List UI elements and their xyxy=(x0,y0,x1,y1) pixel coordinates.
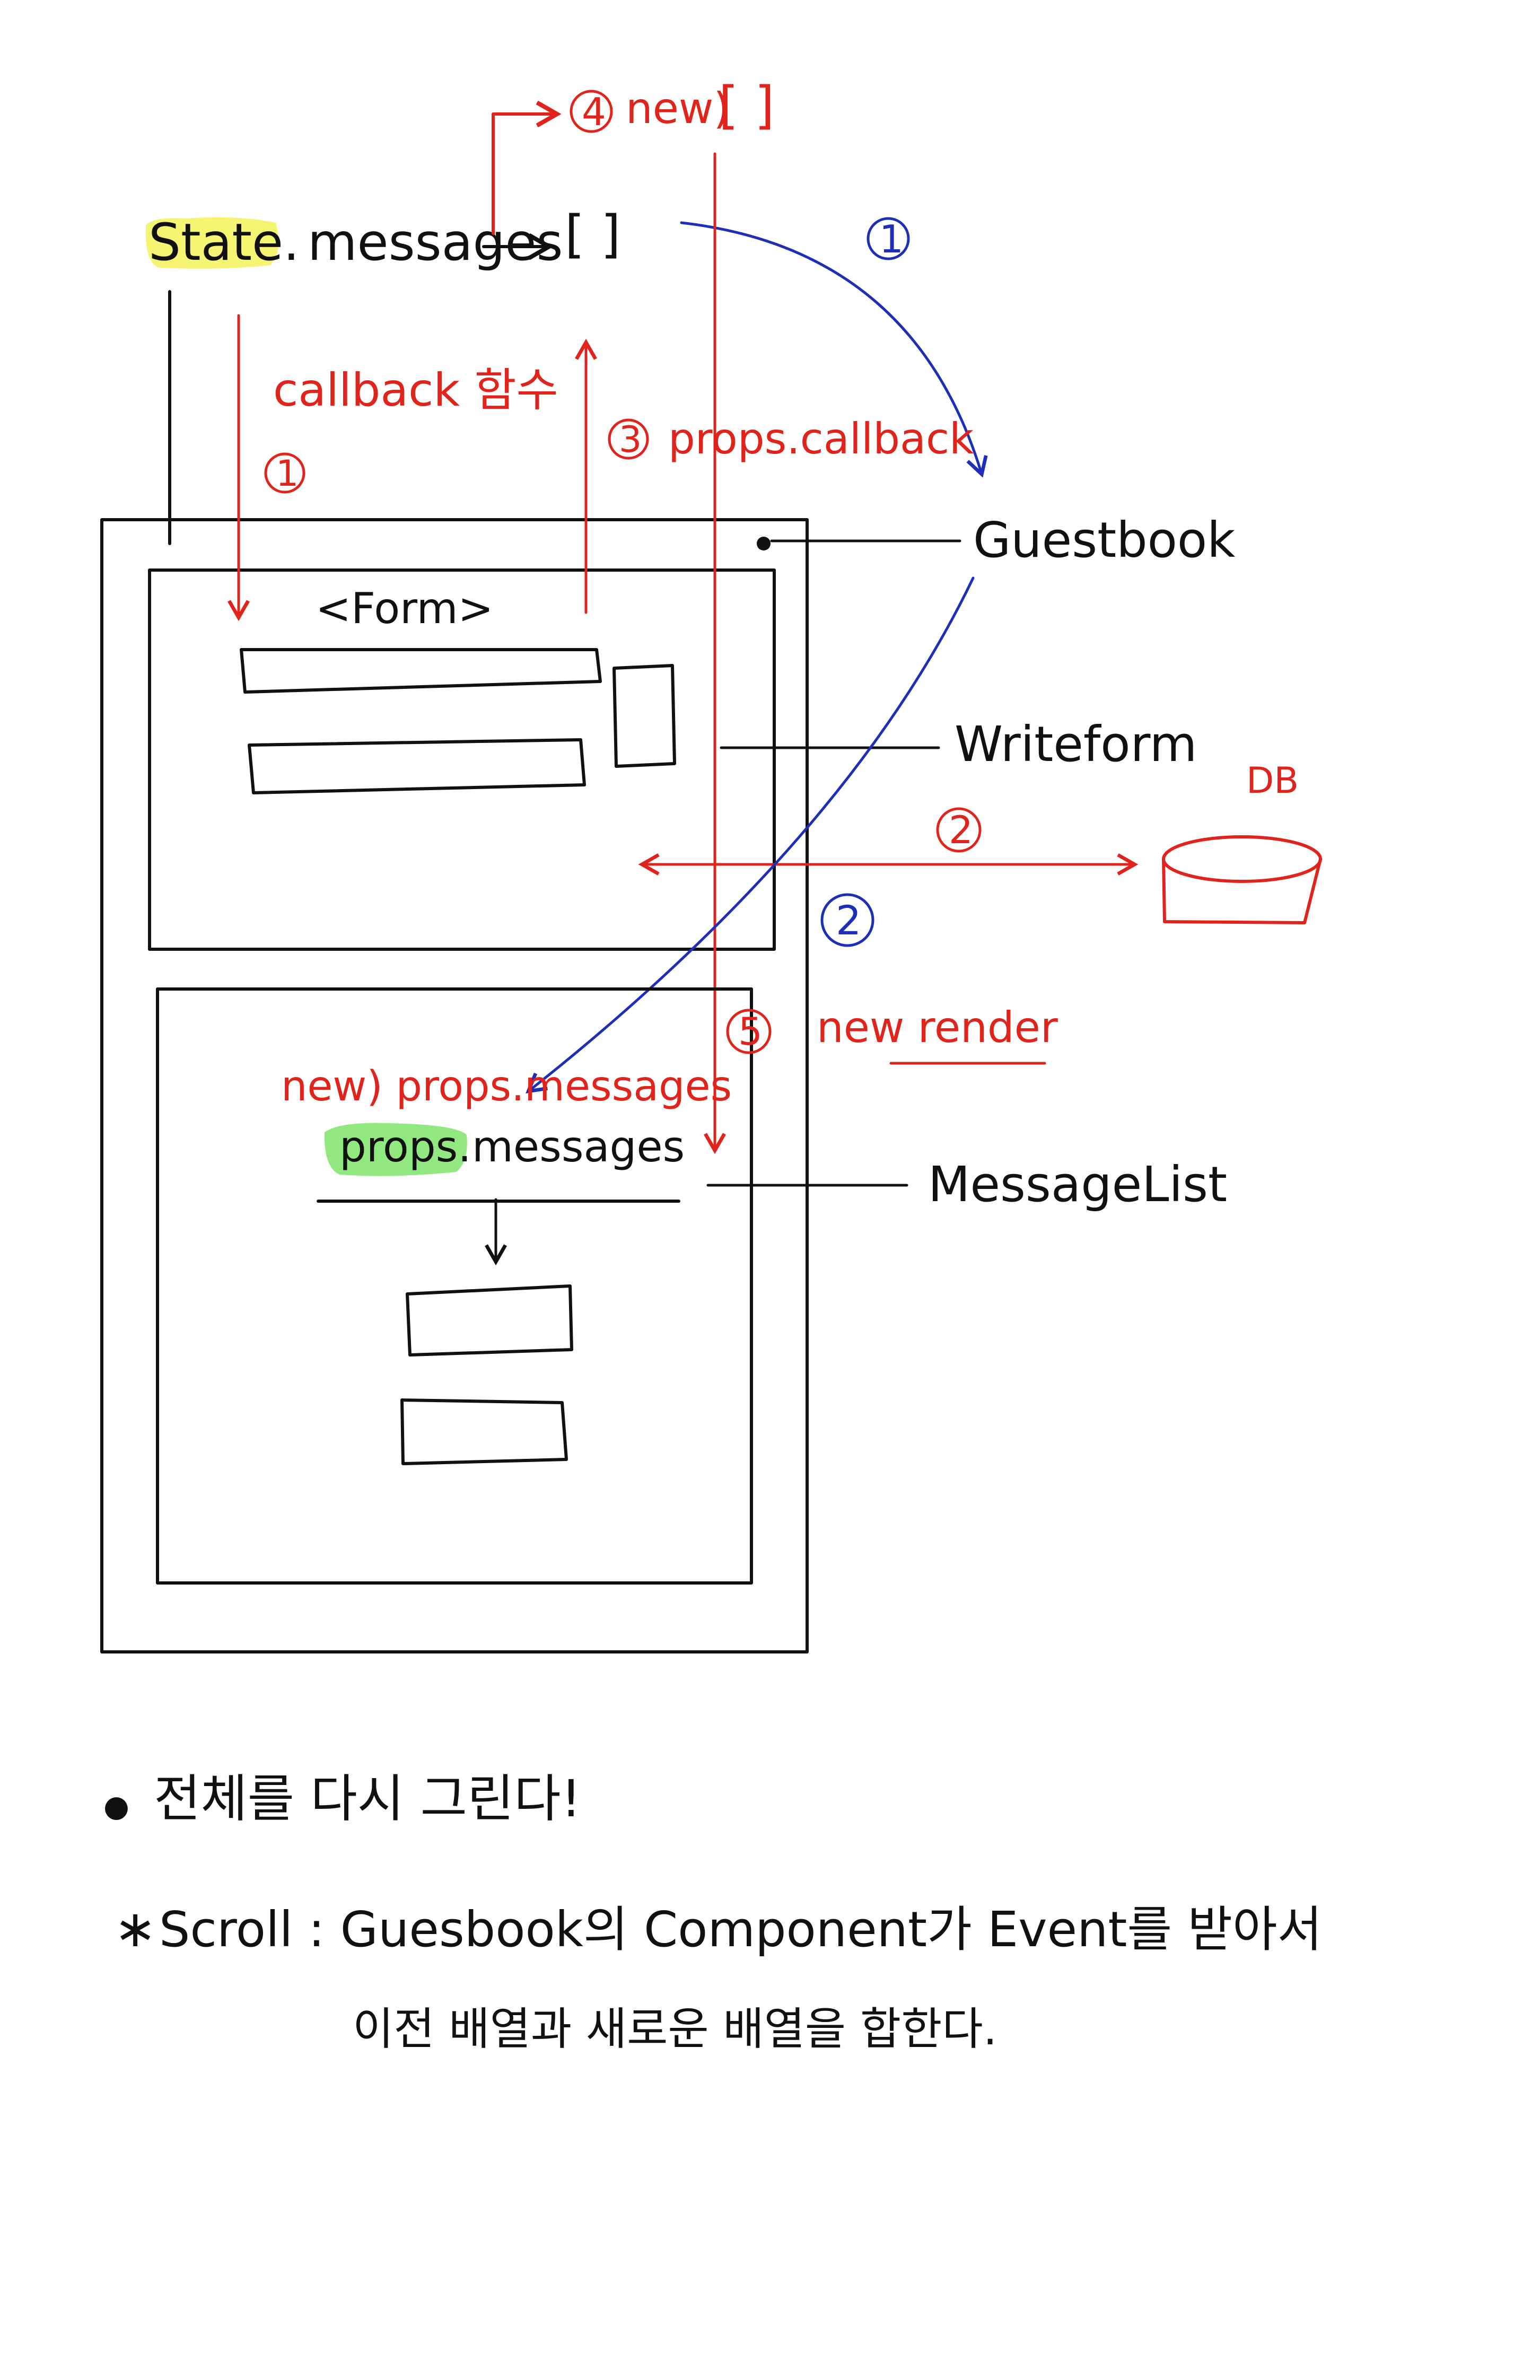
form-label: <Form> xyxy=(316,584,494,633)
db-label: DB xyxy=(1246,760,1299,802)
guestbook-box xyxy=(100,518,809,1653)
step1-red-digit: 1 xyxy=(276,453,299,495)
note-bullet: ● xyxy=(103,1789,129,1824)
writeform-label: Writeform xyxy=(955,716,1197,773)
new-array: [ ] xyxy=(719,76,774,135)
messagelist-label: MessageList xyxy=(928,1156,1227,1213)
guestbook-to-messagelist-arrow xyxy=(526,576,975,1094)
state-highlight xyxy=(145,217,279,269)
step5-red-circle xyxy=(726,1009,772,1054)
message-item-1 xyxy=(406,1284,573,1357)
step4-digit: 4 xyxy=(582,90,606,134)
new-render-label: new render xyxy=(817,1003,1058,1052)
db-top xyxy=(1162,835,1322,883)
messagelist-box xyxy=(156,987,753,1585)
step1-red-circle xyxy=(264,452,305,494)
empty-array: [ ] xyxy=(565,205,620,264)
message-item-2 xyxy=(400,1398,568,1465)
note-2-line-1: Scroll : Guesbook의 Component가 Event를 받아서 xyxy=(159,1901,1322,1958)
props-callback-label: props.callback xyxy=(668,414,974,463)
array-to-guestbook-arrow xyxy=(680,221,988,478)
db-body xyxy=(1162,858,1322,924)
writeform-box xyxy=(148,568,776,951)
state-label: State. xyxy=(148,213,300,272)
note-2-line-2: 이전 배열과 새로운 배열을 합한다. xyxy=(353,2003,997,2055)
step4-circle xyxy=(570,90,613,133)
step2-red-digit: 2 xyxy=(949,808,973,852)
callback-label: callback 함수 xyxy=(273,364,558,417)
step3-red-circle xyxy=(608,418,649,460)
step5-red-digit: 5 xyxy=(738,1009,763,1054)
step2-red-circle xyxy=(936,807,982,853)
note-star: ∗ xyxy=(114,1899,156,1958)
new-props-messages-label: new) props.messages xyxy=(281,1063,732,1110)
props-highlight xyxy=(324,1123,467,1176)
form-input-2 xyxy=(248,738,586,794)
blue-step1-circle xyxy=(867,217,910,260)
props-label: props. xyxy=(339,1122,471,1171)
step3-red-digit: 3 xyxy=(619,419,642,461)
guestbook-label: Guestbook xyxy=(973,512,1236,568)
step2-blue-circle xyxy=(820,893,874,947)
form-submit-button xyxy=(612,664,676,768)
form-input-1 xyxy=(240,648,602,694)
new-label: new) xyxy=(626,84,730,133)
step4-arrow xyxy=(492,100,562,235)
props-messages-label: messages xyxy=(472,1122,685,1171)
blue-step1-digit: 1 xyxy=(879,217,904,261)
messages-label: messages xyxy=(308,213,563,272)
step2-blue-digit: 2 xyxy=(836,897,861,944)
note-1: 전체를 다시 그린다! xyxy=(154,1769,581,1828)
guestbook-dot xyxy=(757,537,771,550)
